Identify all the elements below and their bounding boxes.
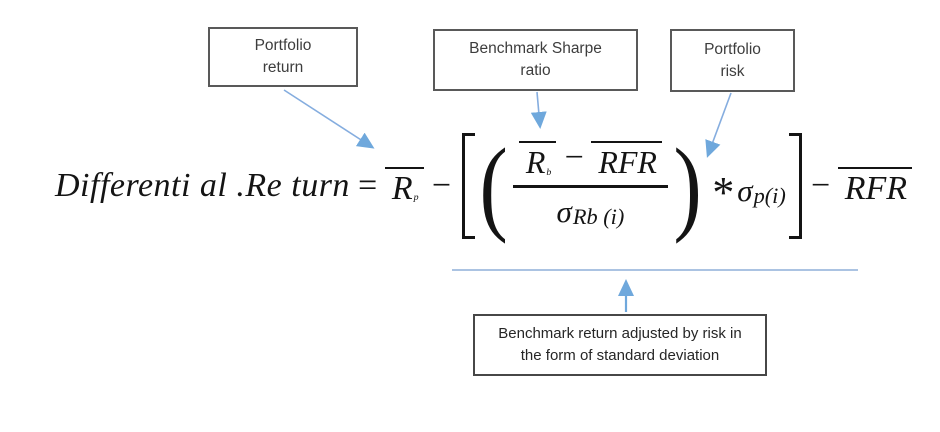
rfr-final-overlined: RFR: [837, 166, 913, 207]
fraction-denominator: σRb (i): [556, 188, 625, 230]
callout-line: Benchmark return adjusted by risk in: [498, 325, 742, 342]
sigma-p-group: σp(i): [737, 172, 786, 209]
r-p-subscript: p: [413, 192, 419, 204]
right-parenthesis: ): [673, 127, 702, 244]
minus-sign-2: −: [808, 167, 832, 204]
r-p-overlined: Rp: [384, 166, 424, 207]
callout-line: Portfolio: [254, 37, 312, 54]
differential-return-formula: Differenti al .Re turn = Rp − ( Rb − RFR…: [55, 127, 913, 244]
callout-line: Benchmark Sharpe: [469, 40, 602, 57]
sigma-p-subscript: p(i): [753, 183, 786, 209]
rfr-final: RFR: [844, 169, 908, 207]
callout-line: ratio: [520, 62, 551, 79]
arrow-benchmark-sharpe: [530, 91, 547, 129]
callout-benchmark-sharpe-ratio: Benchmark Sharpe ratio: [433, 29, 638, 91]
callout-portfolio-risk: Portfolio risk: [670, 29, 795, 92]
multiplication-asterisk: *: [710, 168, 733, 217]
left-square-bracket: [461, 133, 475, 239]
right-square-bracket: [788, 133, 802, 239]
sharpe-fraction: Rb − RFR σRb (i): [512, 141, 668, 230]
rfr-overlined: RFR: [591, 141, 662, 178]
formula-lhs: Differenti al .Re turn: [55, 167, 350, 204]
r-b-subscript: b: [546, 167, 552, 179]
sigma-rb-subscript: Rb (i): [572, 204, 625, 230]
callout-line: the form of standard deviation: [520, 347, 720, 364]
r-b-base: R: [525, 144, 546, 181]
callout-line: risk: [720, 62, 745, 80]
callout-benchmark-adjusted: Benchmark return adjusted by risk in the…: [473, 314, 767, 376]
sigma-rb: σ: [556, 193, 572, 229]
callout-line: return: [262, 59, 304, 76]
r-b-overlined: Rb: [518, 141, 557, 181]
callout-portfolio-return: Portfolio return: [208, 27, 358, 87]
fraction-numerator: Rb − RFR: [513, 141, 668, 185]
minus-sign: −: [429, 167, 453, 204]
sigma-p: σ: [737, 172, 753, 208]
equals-sign: =: [355, 167, 379, 204]
callout-line: Portfolio: [704, 40, 761, 58]
left-parenthesis: (: [479, 127, 508, 244]
rfr-numerator: RFR: [598, 144, 657, 181]
fraction-bar: [512, 185, 668, 188]
r-p-base: R: [391, 169, 413, 207]
numerator-minus-sign: −: [562, 139, 586, 177]
